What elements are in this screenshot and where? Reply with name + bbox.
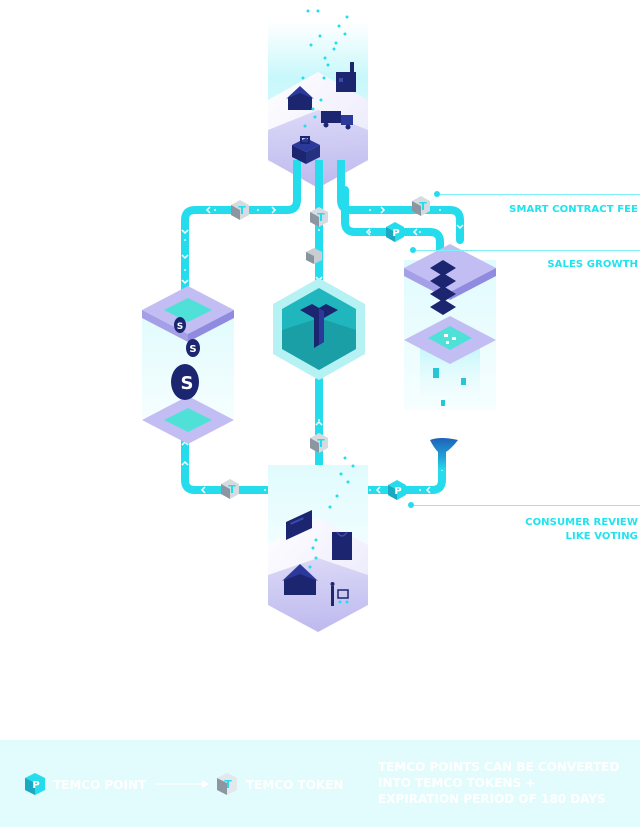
label-smart-contract-fee: SMART CONTRACT FEE [509, 204, 638, 215]
svg-text:P: P [392, 228, 399, 239]
shopping-bag-icon [332, 531, 352, 560]
truck-icon [321, 111, 353, 130]
badge-token-left-top: T [231, 200, 249, 220]
legend-conversion-note: TEMCO POINTS CAN BE CONVERTED INTO TEMCO… [378, 759, 638, 807]
arrow-right-icon [155, 780, 209, 788]
leader-dot [410, 247, 416, 253]
right-node [404, 244, 496, 415]
svg-text:T: T [228, 483, 236, 496]
label-consumer-review-line2: LIKE VOTING [565, 531, 638, 542]
legend-point-label: TEMCO POINT [53, 778, 147, 792]
particles [308, 456, 355, 569]
legend-token-label: TEMCO TOKEN [246, 778, 344, 792]
leader-line [414, 505, 640, 506]
qr-fragments [433, 368, 466, 406]
temco-point-icon: P [25, 773, 45, 795]
svg-text:S: S [177, 322, 183, 332]
cube-icon [306, 248, 322, 264]
temco-token-icon: T [217, 773, 237, 795]
temco-flow-diagram: T T T P T T P [142, 9, 640, 632]
shopper-icon [330, 582, 349, 606]
svg-text:P: P [32, 780, 39, 791]
legend-note-line2: INTO TEMCO TOKENS + [378, 776, 536, 790]
leader-line [416, 250, 640, 251]
chevron-stack-icon [430, 260, 456, 315]
badge-token-right-top: T [412, 196, 430, 216]
credit-card-icon [286, 510, 312, 540]
svg-text:T: T [238, 204, 246, 217]
svg-text:S: S [189, 344, 196, 355]
svg-text:T: T [224, 778, 232, 791]
coin-icon: S [174, 317, 186, 333]
svg-text:T: T [317, 437, 325, 450]
leader-dot [408, 502, 414, 508]
svg-text:T: T [419, 200, 427, 213]
temco-logo-icon [300, 304, 338, 348]
house-icon [286, 86, 314, 110]
legend-bar: P TEMCO POINT T TEMCO TOKEN TEMCO POINTS… [0, 740, 640, 827]
package-icon [292, 136, 320, 164]
svg-text:T: T [317, 211, 325, 224]
svg-text:S: S [181, 373, 194, 394]
badge-point-bottom-right: P [388, 480, 406, 500]
house-icon [282, 564, 318, 595]
svg-text:P: P [394, 486, 401, 497]
badge-point-right: P [386, 222, 404, 242]
label-sales-growth: SALES GROWTH [547, 259, 638, 270]
top-node [268, 9, 368, 190]
bottom-node [268, 456, 368, 632]
legend-note-line3: EXPIRATION PERIOD OF 180 DAYS [378, 792, 606, 806]
badge-token-center-bottom: T [310, 433, 328, 453]
funnel-icon [430, 438, 458, 470]
coin-icon: S [186, 339, 200, 357]
label-consumer-review-line1: CONSUMER REVIEW [525, 517, 638, 528]
center-hub [273, 278, 365, 380]
coin-icon: S [171, 364, 199, 400]
badge-token-left-bottom: T [221, 479, 239, 499]
factory-icon [336, 62, 356, 92]
leader-line [440, 194, 640, 195]
leader-dot [434, 191, 440, 197]
badge-token-center-top: T [310, 207, 328, 227]
particles [301, 9, 349, 128]
left-node: S S S [142, 286, 234, 444]
label-consumer-review: CONSUMER REVIEW LIKE VOTING [525, 516, 638, 544]
legend-note-line1: TEMCO POINTS CAN BE CONVERTED [378, 760, 620, 774]
qr-code-icon [428, 326, 472, 350]
